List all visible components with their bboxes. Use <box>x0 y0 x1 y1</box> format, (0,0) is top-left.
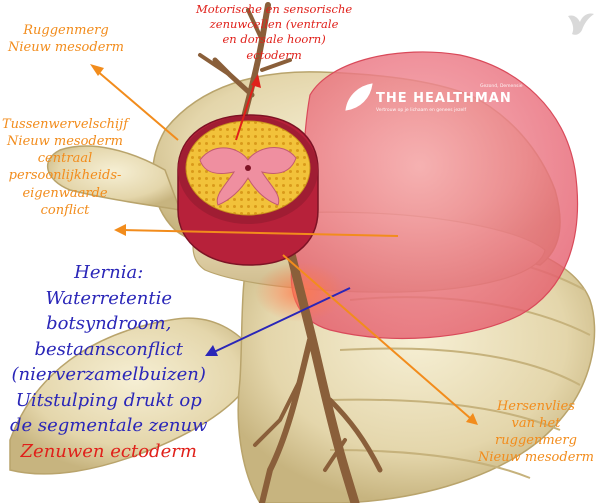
bird-icon <box>568 13 594 35</box>
logo-leaf-icon <box>345 83 373 111</box>
label-nerve-cells: Motorische en sensorische zenuwcellen (v… <box>196 2 352 63</box>
label-line: Waterretentie <box>45 287 172 309</box>
label-line: Ruggenmerg <box>23 23 109 38</box>
label-line: Nieuw mesoderm <box>8 40 124 56</box>
label-meninges: Hersenvlies van het ruggenmerg Nieuw mes… <box>478 398 594 467</box>
label-line: centraal <box>37 151 93 167</box>
label-hernia: Hernia: Waterretentie botsyndroom, besta… <box>10 260 207 464</box>
label-line: Nieuw mesoderm <box>7 134 123 150</box>
arrow-meninges <box>282 254 471 419</box>
annotation-arrows <box>90 64 478 425</box>
label-spinal-cord: Ruggenmerg Nieuw mesoderm <box>8 22 124 56</box>
label-disc: Tussenwervelschijf Nieuw mesoderm centra… <box>2 116 128 219</box>
label-line: Hernia: <box>74 262 144 283</box>
label-line: bestaansconflict <box>34 338 183 360</box>
arrow-disc <box>123 229 399 237</box>
label-line: Motorische en sensorische <box>196 2 353 16</box>
label-line: en dorsale hoorn) <box>222 32 326 47</box>
spinal-cord-cross-section <box>177 114 319 266</box>
logo-tagline: Vertrouw op je lichaam en genees jezelf <box>376 108 467 113</box>
label-line: van het <box>511 416 561 432</box>
arrow-spinal-cord <box>95 69 179 141</box>
logo-small-text: Gezond, Demensie <box>480 84 523 89</box>
label-hernia-nerves: Zenuwen ectoderm <box>20 440 197 462</box>
arrow-hernia <box>213 287 351 353</box>
label-line: persoonlijkheids- <box>8 168 122 184</box>
label-line: de segmentale zenuw <box>10 415 208 437</box>
label-line: Uitstulping drukt op <box>15 389 202 411</box>
label-line: (nierverzamelbuizen) <box>11 364 206 386</box>
label-line: ruggenmerg <box>495 433 577 449</box>
label-line: ectoderm <box>246 47 302 62</box>
logo-name: THE HEALTHMAN <box>376 91 512 106</box>
label-line: botsyndroom, <box>46 313 172 335</box>
arrow-nerve-cells <box>235 81 256 141</box>
label-line: Tussenwervelschijf <box>2 117 129 132</box>
label-line: Hersenvlies <box>496 399 575 414</box>
label-line: conflict <box>40 202 90 218</box>
label-line: Nieuw mesoderm <box>478 450 594 466</box>
label-line: eigenwaarde <box>22 185 108 201</box>
label-line: zenuwcellen (ventrale <box>209 17 339 32</box>
